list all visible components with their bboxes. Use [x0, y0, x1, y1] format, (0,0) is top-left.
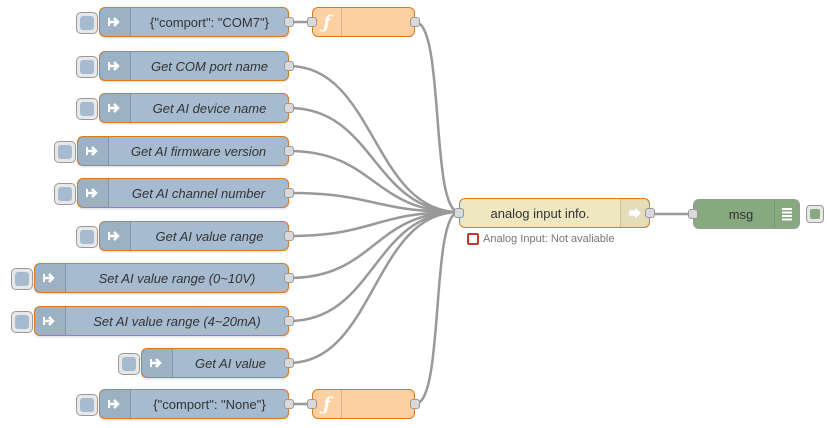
inject-node-label: {"comport": "COM7"} — [150, 14, 269, 30]
node-status: Analog Input: Not avaliable — [467, 233, 614, 245]
inject-arrow-icon — [100, 222, 131, 250]
output-port[interactable] — [284, 399, 294, 409]
output-port[interactable] — [410, 399, 420, 409]
inject-node-set-ai-value-range-0-10v[interactable]: Set AI value range (0~10V) — [11, 263, 294, 293]
inject-arrow-icon — [100, 52, 131, 80]
inject-node-get-ai-device-name[interactable]: Get AI device name — [76, 93, 294, 123]
output-port[interactable] — [284, 103, 294, 113]
inject-trigger-button[interactable] — [76, 98, 98, 120]
inject-arrow-icon — [78, 179, 109, 207]
inject-node-label: Get COM port name — [150, 58, 269, 74]
output-arrow-icon — [620, 199, 649, 227]
input-port[interactable] — [454, 208, 464, 218]
inject-trigger-button[interactable] — [76, 226, 98, 248]
output-port[interactable] — [284, 17, 294, 27]
input-port[interactable] — [688, 209, 698, 219]
inject-node-label: Get AI value range — [155, 228, 264, 244]
inject-trigger-button[interactable] — [11, 268, 33, 290]
analog-node-label: analog input info. — [490, 205, 590, 221]
inject-arrow-icon — [142, 349, 173, 377]
analog-input-info-node[interactable]: analog input info. — [454, 198, 655, 228]
inject-trigger-button[interactable] — [76, 394, 98, 416]
inject-node-set-ai-value-range-4-20ma[interactable]: Set AI value range (4~20mA) — [11, 306, 294, 336]
inject-arrow-icon — [78, 137, 109, 165]
inject-arrow-icon — [100, 390, 131, 418]
function-icon: ƒ — [313, 8, 342, 36]
inject-node-get-ai-firmware-version[interactable]: Get AI firmware version — [54, 136, 294, 166]
output-port[interactable] — [284, 358, 294, 368]
inject-node-get-com-port-name[interactable]: Get COM port name — [76, 51, 294, 81]
inject-node-label: {"comport": "None"} — [153, 396, 266, 412]
debug-node-msg[interactable]: msg — [688, 199, 800, 229]
debug-toggle-button[interactable] — [806, 205, 824, 223]
inject-node-label: Set AI value range (0~10V) — [98, 270, 256, 286]
inject-trigger-button[interactable] — [54, 141, 76, 163]
status-text: Analog Input: Not avaliable — [483, 233, 615, 245]
inject-node-comport-none[interactable]: {"comport": "None"} — [76, 389, 294, 419]
inject-trigger-button[interactable] — [76, 56, 98, 78]
function-icon: ƒ — [313, 390, 342, 418]
inject-node-get-ai-channel-number[interactable]: Get AI channel number — [54, 178, 294, 208]
inject-trigger-button[interactable] — [11, 311, 33, 333]
inject-arrow-icon — [35, 264, 66, 292]
inject-node-label: Get AI firmware version — [130, 143, 267, 159]
output-port[interactable] — [284, 61, 294, 71]
inject-node-label: Get AI value — [194, 355, 267, 371]
output-port[interactable] — [284, 231, 294, 241]
debug-node-label: msg — [728, 206, 754, 222]
inject-node-get-ai-value-range[interactable]: Get AI value range — [76, 221, 294, 251]
inject-node-get-ai-value[interactable]: Get AI value — [118, 348, 294, 378]
status-ring-icon — [467, 233, 479, 245]
output-port[interactable] — [645, 208, 655, 218]
inject-node-label: Set AI value range (4~20mA) — [93, 313, 261, 329]
inject-trigger-button[interactable] — [118, 353, 140, 375]
inject-trigger-button[interactable] — [54, 183, 76, 205]
output-port[interactable] — [284, 146, 294, 156]
output-port[interactable] — [284, 316, 294, 326]
inject-trigger-button[interactable] — [76, 12, 98, 34]
output-port[interactable] — [410, 17, 420, 27]
inject-arrow-icon — [100, 8, 131, 36]
input-port[interactable] — [307, 399, 317, 409]
inject-node-label: Get AI device name — [152, 100, 267, 116]
inject-node-label: Get AI channel number — [131, 185, 266, 201]
debug-list-icon — [774, 200, 799, 228]
inject-node-comport-com7[interactable]: {"comport": "COM7"} — [76, 7, 294, 37]
function-node-top[interactable]: ƒ — [307, 7, 420, 37]
inject-arrow-icon — [35, 307, 66, 335]
output-port[interactable] — [284, 188, 294, 198]
output-port[interactable] — [284, 273, 294, 283]
input-port[interactable] — [307, 17, 317, 27]
inject-arrow-icon — [100, 94, 131, 122]
function-node-bottom[interactable]: ƒ — [307, 389, 420, 419]
